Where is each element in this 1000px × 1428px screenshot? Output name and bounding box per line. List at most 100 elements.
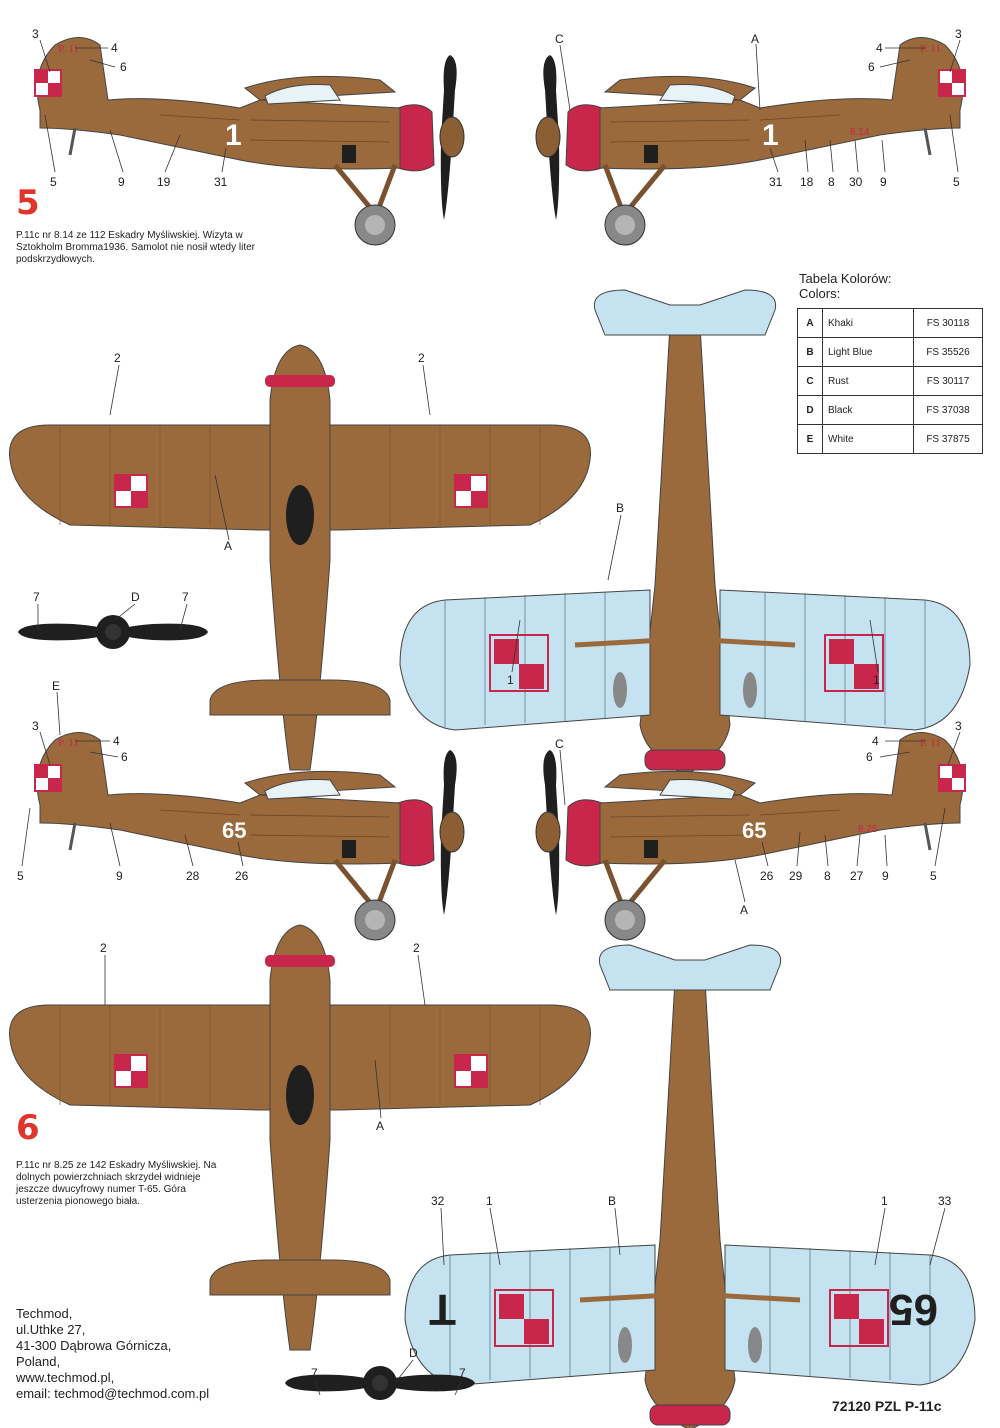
callout-B-s5: B [616,501,624,515]
callout-29: 29 [789,869,803,883]
callout-1-s6a: 1 [486,1194,493,1208]
scheme-6-number: 6 [16,1108,40,1148]
callout-6-s6r: 6 [121,750,128,764]
s6-underwing-t: T [429,1285,456,1334]
callout-9-s6r: 9 [116,869,123,883]
callout-A-s5: A [751,32,759,46]
callout-7-s5a: 7 [33,590,40,604]
callout-26-s6r: 26 [235,869,249,883]
scheme6-side-right [35,733,464,941]
s6-number-right: 65 [222,818,246,843]
callout-7-s5b: 7 [182,590,189,604]
color-row: E White FS 37875 [797,424,983,454]
callout-4-s6r: 4 [113,734,120,748]
callout-26-s6l: 26 [760,869,774,883]
callout-5-s6l: 5 [930,869,937,883]
s6-underwing-65: 65 [889,1285,938,1334]
scheme5-side-left [536,38,965,246]
s6-tail-code: P. 11 [58,737,79,749]
callout-4-s5l: 4 [876,41,883,55]
callout-A-s6side: A [740,903,748,917]
callout-18: 18 [800,175,814,189]
color-letter: D [797,395,823,425]
color-letter: B [797,337,823,367]
product-code: 72120 PZL P-11c [832,1398,942,1414]
color-row: B Light Blue FS 35526 [797,337,983,367]
callout-1-s5a: 1 [507,673,514,687]
callout-8-s6: 8 [824,869,831,883]
callout-lines [21,39,961,1396]
callout-E: E [52,679,60,693]
color-row: A Khaki FS 30118 [797,308,983,338]
color-name: Rust [822,366,914,396]
s5-number-right: 1 [225,119,242,152]
callout-7-s6a: 7 [311,1366,318,1380]
callout-2-s6b: 2 [413,941,420,955]
callout-B-s6: B [608,1194,616,1208]
callout-9-s6l: 9 [882,869,889,883]
callout-A-s6top: A [376,1119,384,1133]
color-letter: A [797,308,823,338]
website-link[interactable]: www.techmod.pl, [16,1370,115,1385]
callout-2-s5a: 2 [114,351,121,365]
callout-A-s5top: A [224,539,232,553]
callout-2-s5b: 2 [418,351,425,365]
callout-6-s5l: 6 [868,60,875,74]
callout-3-s5r: 3 [32,27,39,41]
address-block: Techmod, ul.Uthke 27, 41-300 Dąbrowa Gór… [16,1306,209,1402]
color-row: C Rust FS 30117 [797,366,983,396]
callout-5-s5l: 5 [953,175,960,189]
callout-3-s6l: 3 [955,719,962,733]
colors-table: A Khaki FS 30118 B Light Blue FS 35526 C… [797,308,983,454]
color-name: Khaki [822,308,914,338]
callout-7-s6b: 7 [459,1366,466,1380]
callout-28: 28 [186,869,200,883]
callout-33: 33 [938,1194,952,1208]
callout-4-s5r: 4 [111,41,118,55]
callout-9-s5r: 9 [118,175,125,189]
s5-tail-code: P. 11 [58,43,79,55]
s5-tail-code-left: P. 11 [920,43,941,55]
callout-C-s6: C [555,737,564,751]
scheme5-propeller [18,615,208,649]
s6-number-left: 65 [742,818,766,843]
callout-31-s5l: 31 [769,175,783,189]
callout-30: 30 [849,175,863,189]
s6-serial: 8.25 [858,824,878,835]
callout-C-s5: C [555,32,564,46]
callout-3-s5l: 3 [955,27,962,41]
callout-8-s5: 8 [828,175,835,189]
callout-9-s5l: 9 [880,175,887,189]
scheme-6-caption: P.11c nr 8.25 ze 142 Eskadry Myśliwskiej… [16,1160,217,1207]
color-fs: FS 37875 [913,424,983,454]
address-line: 41-300 Dąbrowa Górnicza, [16,1338,172,1353]
callout-19: 19 [157,175,171,189]
callout-4-s6l: 4 [872,734,879,748]
color-name: Black [822,395,914,425]
callout-D-s5: D [131,590,140,604]
callout-27: 27 [850,869,864,883]
color-letter: C [797,366,823,396]
callout-3-s6r: 3 [32,719,39,733]
callout-D-s6: D [409,1346,418,1360]
color-row: D Black FS 37038 [797,395,983,425]
color-fs: FS 35526 [913,337,983,367]
callout-1-s6b: 1 [881,1194,888,1208]
color-name: Light Blue [822,337,914,367]
callout-5-s5r: 5 [50,175,57,189]
s5-number-left: 1 [762,119,779,152]
color-fs: FS 37038 [913,395,983,425]
callout-32: 32 [431,1194,445,1208]
color-name: White [822,424,914,454]
color-fs: FS 30117 [913,366,983,396]
s6-tail-code-left: P. 11 [920,737,941,749]
color-letter: E [797,424,823,454]
email-link[interactable]: email: techmod@techmod.com.pl [16,1386,210,1401]
address-line: Poland, [16,1354,61,1369]
color-fs: FS 30118 [913,308,983,338]
scheme-5-caption: P.11c nr 8.14 ze 112 Eskadry Myśliwskiej… [16,230,255,265]
colors-title: Tabela Kolorów: [799,271,892,286]
s5-serial: 8.14 [850,127,870,138]
